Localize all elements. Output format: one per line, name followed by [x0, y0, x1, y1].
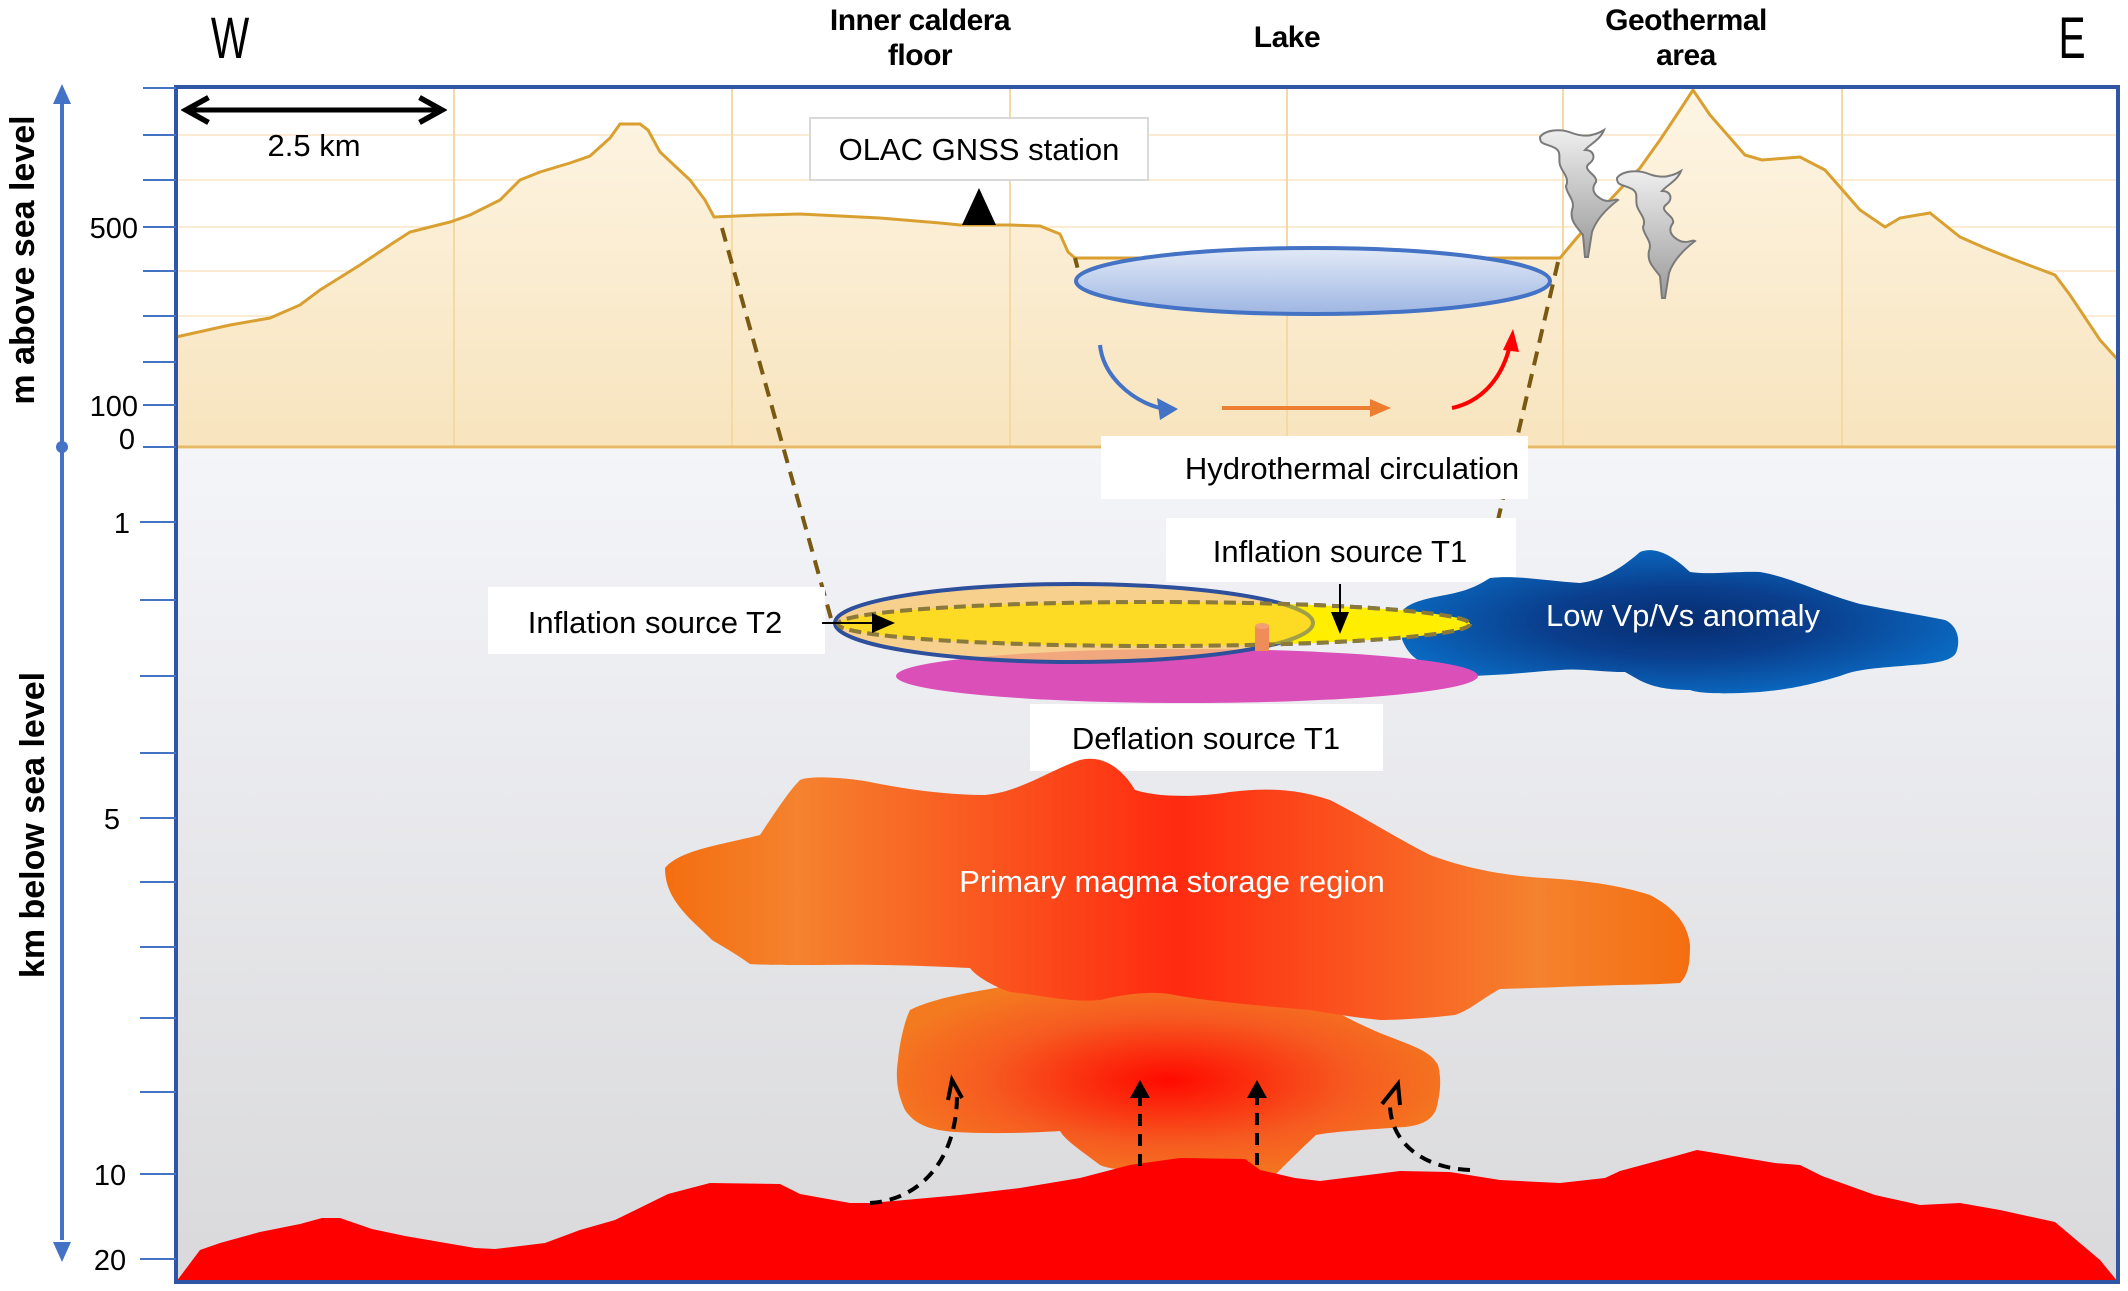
circulation-hot-arrowhead-icon	[1503, 329, 1519, 352]
magma-ascent-arrowhead-icon	[946, 1074, 964, 1101]
gnss-station-triangle-icon	[962, 188, 996, 225]
upper-tick-marks	[143, 87, 176, 448]
east-label: E	[2058, 6, 2085, 71]
magma-ascent-arrowhead-icon	[1247, 1080, 1267, 1098]
tick-label-10km: 10	[94, 1160, 126, 1192]
lower-tick-marks	[140, 521, 176, 1260]
inflation-t2-arrowhead-icon	[872, 613, 895, 633]
inner-caldera-line2: floor	[888, 39, 953, 72]
upper-axis-arrowhead-icon	[53, 84, 71, 104]
circulation-cold-arrowhead-icon	[1157, 398, 1178, 420]
magma-ascent-arrow-west	[869, 1094, 959, 1205]
tick-label-20km: 20	[94, 1245, 126, 1277]
inflation-t2-label-box: Inflation source T2	[488, 587, 825, 654]
fumarole-plume-icon	[1615, 168, 1697, 299]
west-label: W	[211, 6, 250, 71]
tick-label-500m: 500	[90, 213, 138, 245]
vertical-axis: 500 100 0 1 5 10 20 m above sea level km…	[4, 84, 176, 1277]
magma-ascent-arrow-east	[1387, 1099, 1471, 1172]
tick-label-1km: 1	[114, 508, 130, 540]
primary-magma-storage-blob	[665, 758, 1690, 1020]
circulation-mid-arrowhead-icon	[1370, 399, 1391, 417]
primary-magma-label: Primary magma storage region	[959, 864, 1385, 899]
header-lake: Lake	[1254, 21, 1320, 54]
circulation-hot-arrow	[1451, 344, 1512, 410]
upper-axis-title: m above sea level	[4, 115, 42, 404]
magma-ascent-arrowhead-icon	[1380, 1078, 1402, 1106]
hydrothermal-label: Hydrothermal circulation	[1185, 451, 1519, 486]
tick-label-0m: 0	[119, 424, 135, 456]
tick-label-5km: 5	[104, 804, 120, 836]
gnss-station-label-box: OLAC GNSS station	[809, 117, 1149, 181]
low-vpvs-anomaly-blob	[1400, 550, 1959, 694]
inner-caldera-line1: Inner caldera	[830, 4, 1011, 37]
header-inner-caldera: Inner caldera floor	[830, 4, 1012, 72]
circulation-cold-arrow	[1098, 344, 1161, 410]
header-geothermal: Geothermal area	[1605, 4, 1767, 72]
deep-magma-layer	[176, 1150, 2118, 1282]
inflation-t1-label: Inflation source T1	[1213, 534, 1467, 569]
lower-magma-blob	[896, 984, 1441, 1176]
caldera-fault-east	[1482, 261, 1560, 581]
fumarole-plume-icon	[1538, 127, 1620, 258]
source-marker-cylinder-icon	[1255, 623, 1269, 651]
inflation-t1-label-box: Inflation source T1	[1166, 518, 1516, 582]
low-vpvs-label: Low Vp/Vs anomaly	[1546, 598, 1820, 633]
inflation-t1-ellipse-overlay	[836, 600, 1472, 648]
geothermal-line2: area	[1656, 39, 1717, 72]
lower-axis-title: km below sea level	[14, 672, 52, 978]
lower-axis-arrowhead-icon	[53, 1242, 71, 1262]
hydrothermal-label-box: Hydrothermal circulation	[1101, 436, 1528, 499]
scale-bar: 2.5 km	[186, 110, 442, 163]
lake-ellipse	[1074, 246, 1552, 316]
gnss-station-label: OLAC GNSS station	[839, 132, 1120, 167]
inflation-t1-arrowhead-icon	[1331, 612, 1349, 634]
scale-bar-label: 2.5 km	[267, 128, 360, 163]
inflation-t2-label: Inflation source T2	[528, 605, 782, 640]
tick-label-100m: 100	[90, 391, 138, 423]
geothermal-line1: Geothermal	[1605, 4, 1767, 37]
section-frame	[174, 85, 2120, 1284]
deflation-t1-label: Deflation source T1	[1072, 721, 1340, 756]
magma-ascent-arrowhead-icon	[1130, 1080, 1150, 1098]
